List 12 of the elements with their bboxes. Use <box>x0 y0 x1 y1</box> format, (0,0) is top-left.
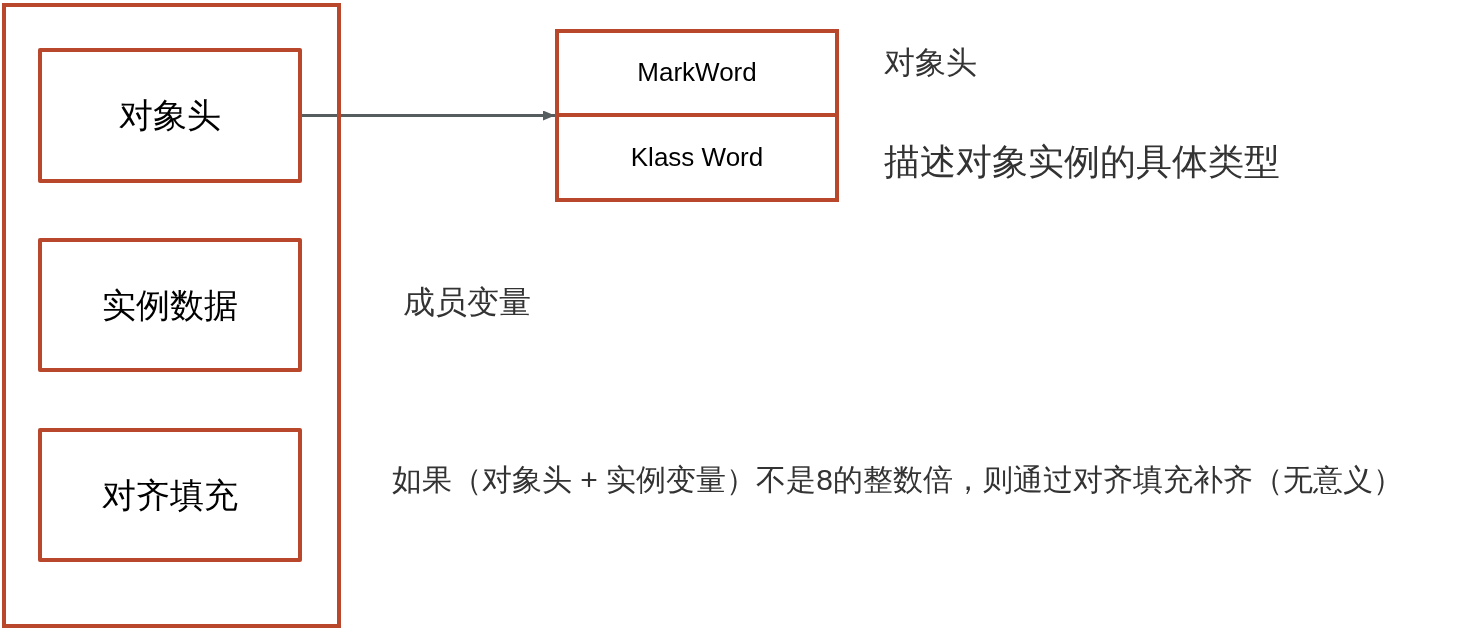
field-box: 对象头 <box>38 48 302 183</box>
field-box: 实例数据 <box>38 238 302 372</box>
table-row: MarkWord <box>559 33 835 117</box>
arrow <box>302 110 555 121</box>
field-box: 对齐填充 <box>38 428 302 562</box>
annotation: 成员变量 <box>403 282 531 322</box>
word-table <box>555 29 839 202</box>
annotation: 描述对象实例的具体类型 <box>884 140 1280 184</box>
annotation: 对象头 <box>884 44 977 82</box>
annotation: 如果（对象头 + 实例变量）不是8的整数倍，则通过对齐填充补齐（无意义） <box>392 462 1403 498</box>
container-box <box>2 3 341 628</box>
table-row: Klass Word <box>559 117 835 198</box>
